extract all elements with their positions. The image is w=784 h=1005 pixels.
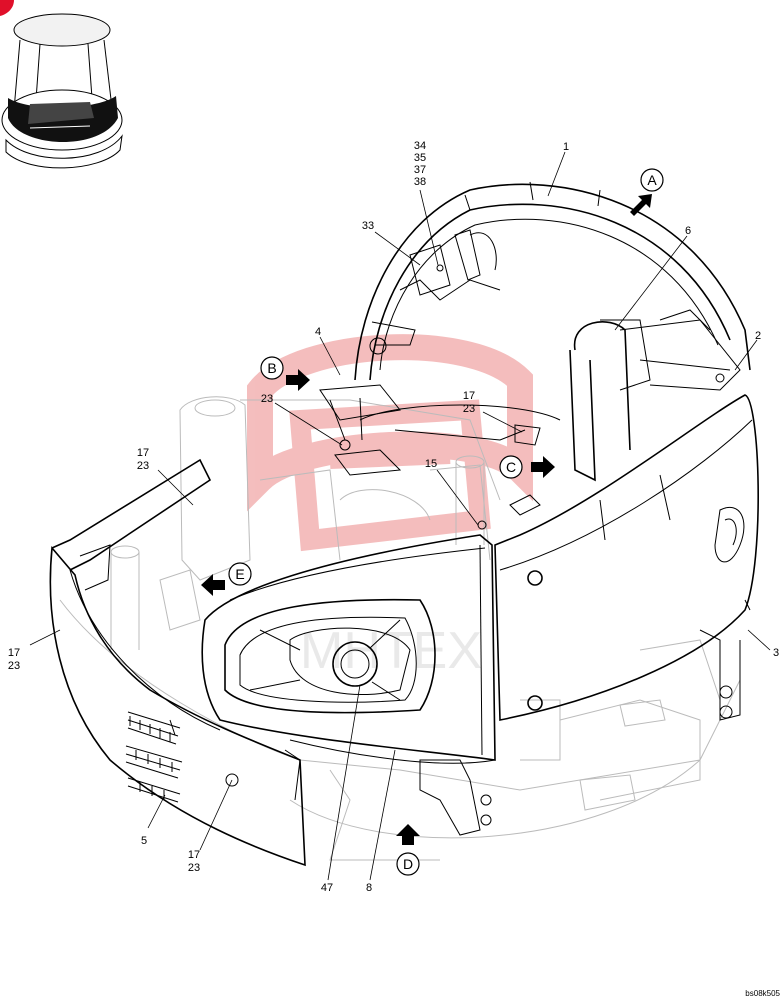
label-part-37: 37	[414, 164, 426, 176]
center-bracket	[319, 384, 561, 530]
label-part-47: 47	[321, 882, 333, 894]
vent-slots	[125, 711, 183, 803]
label-part-1: 1	[563, 141, 569, 153]
label-part-17-right: 17	[463, 390, 475, 402]
marker-a-circle	[640, 168, 664, 192]
marker-d: D	[403, 856, 413, 872]
marker-c-circle	[499, 455, 523, 479]
label-part-17-leftedge: 17	[8, 647, 20, 659]
left-rear-cover	[49, 458, 306, 867]
lower-bracket	[284, 749, 492, 836]
arrow-b-icon	[286, 369, 310, 391]
marker-e-circle	[228, 562, 252, 586]
part-labels: 1 2 3 4 5 6 8 15 33 47 23 34 35 37 38 17…	[8, 140, 779, 894]
marker-a: A	[647, 172, 657, 188]
marker-e: E	[235, 566, 244, 582]
label-part-23-bottom: 23	[188, 862, 200, 874]
watermark-text: MHTEX	[300, 622, 482, 680]
label-part-23: 23	[261, 393, 273, 405]
label-part-23-right: 23	[463, 403, 475, 415]
marker-b-circle	[260, 356, 284, 380]
arrow-c-icon	[531, 456, 555, 478]
rear-hood	[201, 534, 496, 764]
marker-b: B	[267, 360, 276, 376]
view-markers: A B C D E	[228, 168, 664, 876]
right-side-cover	[494, 394, 759, 721]
label-part-33: 33	[362, 220, 374, 232]
top-cover	[354, 181, 751, 381]
label-part-17-leftmid: 17	[137, 447, 149, 459]
leader-lines	[29, 151, 771, 881]
label-part-2: 2	[755, 330, 761, 342]
label-part-5: 5	[141, 835, 147, 847]
label-part-6: 6	[685, 225, 691, 237]
label-part-23-leftmid: 23	[137, 460, 149, 472]
seat-and-panels	[569, 309, 741, 482]
label-part-3: 3	[773, 647, 779, 659]
label-part-38: 38	[414, 176, 426, 188]
marker-c: C	[506, 459, 516, 475]
label-part-8: 8	[366, 882, 372, 894]
label-part-17-bottom: 17	[188, 849, 200, 861]
label-part-15: 15	[425, 458, 437, 470]
view-arrows	[201, 194, 652, 845]
label-part-23-leftedge: 23	[8, 660, 20, 672]
arrow-a-icon	[630, 194, 652, 216]
locator-thumbnail	[0, 0, 123, 169]
arrow-d-icon	[396, 824, 420, 845]
label-part-35: 35	[414, 152, 426, 164]
label-part-4: 4	[315, 326, 321, 338]
chassis-background	[59, 396, 741, 861]
label-part-34: 34	[414, 140, 426, 152]
arrow-e-icon	[201, 574, 225, 596]
drawing-code: bs08k505	[745, 989, 780, 998]
marker-d-circle	[396, 852, 420, 876]
